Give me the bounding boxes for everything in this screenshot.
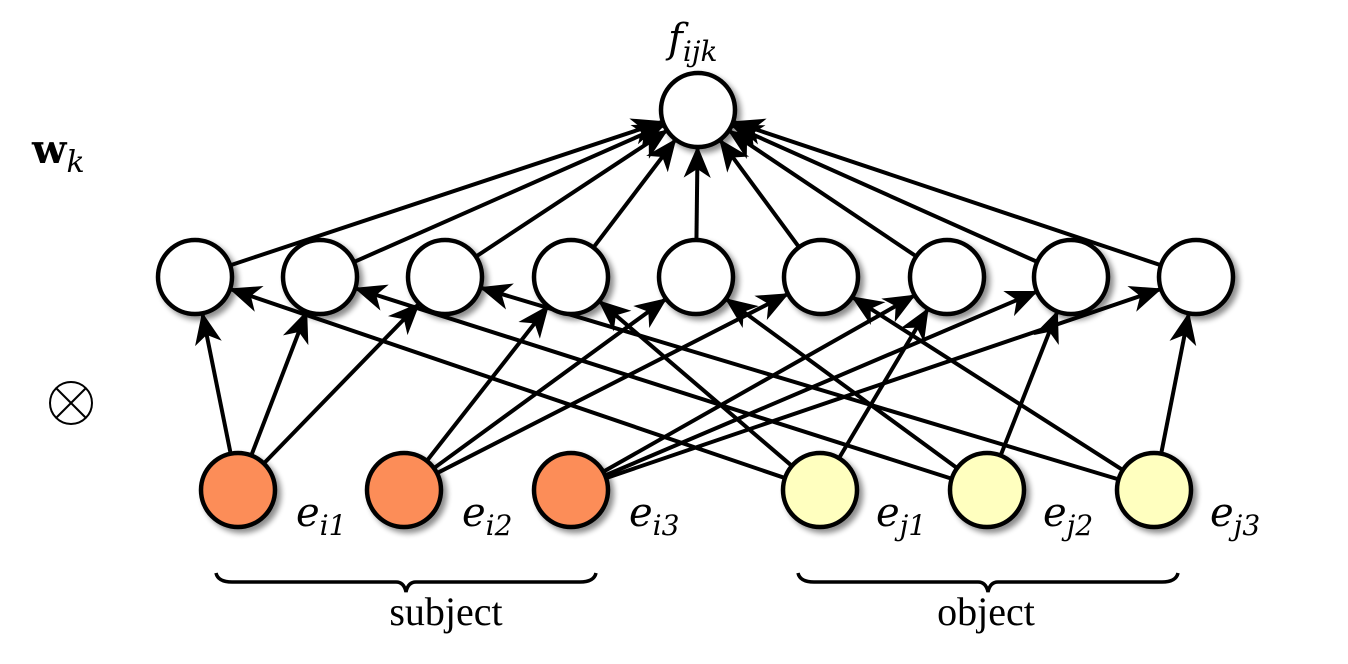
edge-subject-1-to-hidden-3: [262, 302, 421, 465]
edge-subject-1-to-hidden-2: [249, 310, 309, 457]
object-label-ej3: ej3: [1210, 490, 1260, 542]
hidden-node-6: [781, 237, 861, 317]
hidden-node-7: [907, 237, 987, 317]
subject-label-ei2: ei2: [462, 490, 512, 542]
edge-subject-2-to-hidden-4: [425, 305, 549, 463]
edge-object-1-to-hidden-4: [598, 300, 794, 468]
object-node-ej1: [780, 450, 860, 530]
edge-hidden-7-to-output: [727, 129, 918, 259]
hidden-node-8: [1031, 237, 1111, 317]
edge-subject-2-to-hidden-5: [432, 298, 668, 470]
edge-subject-2-to-hidden-6: [436, 292, 790, 475]
nodes-layer: [155, 70, 1236, 530]
object-group-label: object: [937, 589, 1035, 634]
subject-group-label: subject: [389, 589, 502, 634]
object-node-ej2: [947, 450, 1027, 530]
hidden-node-4: [531, 237, 611, 317]
edge-hidden-4-to-output: [591, 138, 677, 249]
edge-object-3-to-hidden-9: [1159, 312, 1197, 455]
weights-label-main: w: [31, 126, 68, 173]
edges-layer: [195, 118, 1197, 482]
edge-object-1-to-hidden-1: [228, 285, 786, 480]
edge-hidden-2-to-output: [353, 123, 666, 264]
edge-object-2-to-hidden-5: [724, 298, 959, 470]
edge-hidden-8-to-output: [730, 124, 1039, 264]
output-label-sub: ijk: [683, 35, 718, 68]
subject-label-ei3: ei3: [629, 490, 679, 542]
subject-label-ei1: ei1: [296, 490, 346, 542]
edge-object-2-to-hidden-2: [354, 284, 953, 481]
edge-subject-3-to-hidden-8: [604, 290, 1039, 478]
edge-hidden-3-to-output: [474, 129, 669, 259]
edge-subject-3-to-hidden-9: [605, 285, 1163, 480]
tensor-product-icon: [49, 381, 93, 425]
edge-subject-3-to-hidden-7: [602, 294, 916, 474]
weights-label-sub: k: [66, 145, 84, 180]
object-node-ej3: [1114, 450, 1194, 530]
weights-label: wk: [31, 126, 85, 180]
output-node: [658, 70, 738, 150]
hidden-node-5: [656, 237, 736, 317]
object-label-ej2: ej2: [1043, 490, 1093, 542]
edge-object-3-to-hidden-3: [479, 283, 1120, 482]
edge-object-2-to-hidden-8: [998, 310, 1059, 457]
object-label-ej1: ej1: [876, 490, 926, 542]
subject-node-ei3: [531, 450, 611, 530]
hidden-node-1: [155, 237, 235, 317]
edge-hidden-1-to-output: [229, 118, 665, 268]
edge-hidden-5-to-output: [683, 145, 711, 241]
edge-object-3-to-hidden-6: [851, 296, 1124, 472]
edge-subject-1-to-hidden-1: [195, 312, 233, 455]
edge-hidden-6-to-output: [719, 138, 801, 249]
edge-hidden-9-to-output: [731, 118, 1162, 268]
hidden-node-3: [405, 237, 485, 317]
subject-brace: [214, 572, 598, 593]
output-label: fijk: [665, 16, 717, 68]
node-labels-layer: ei1 ei2 ei3 ej1 ej2 ej3: [296, 490, 1260, 542]
hidden-node-2: [280, 237, 360, 317]
hidden-node-9: [1156, 237, 1236, 317]
subject-node-ei1: [198, 450, 278, 530]
object-brace: [796, 572, 1180, 593]
subject-node-ei2: [364, 450, 444, 530]
